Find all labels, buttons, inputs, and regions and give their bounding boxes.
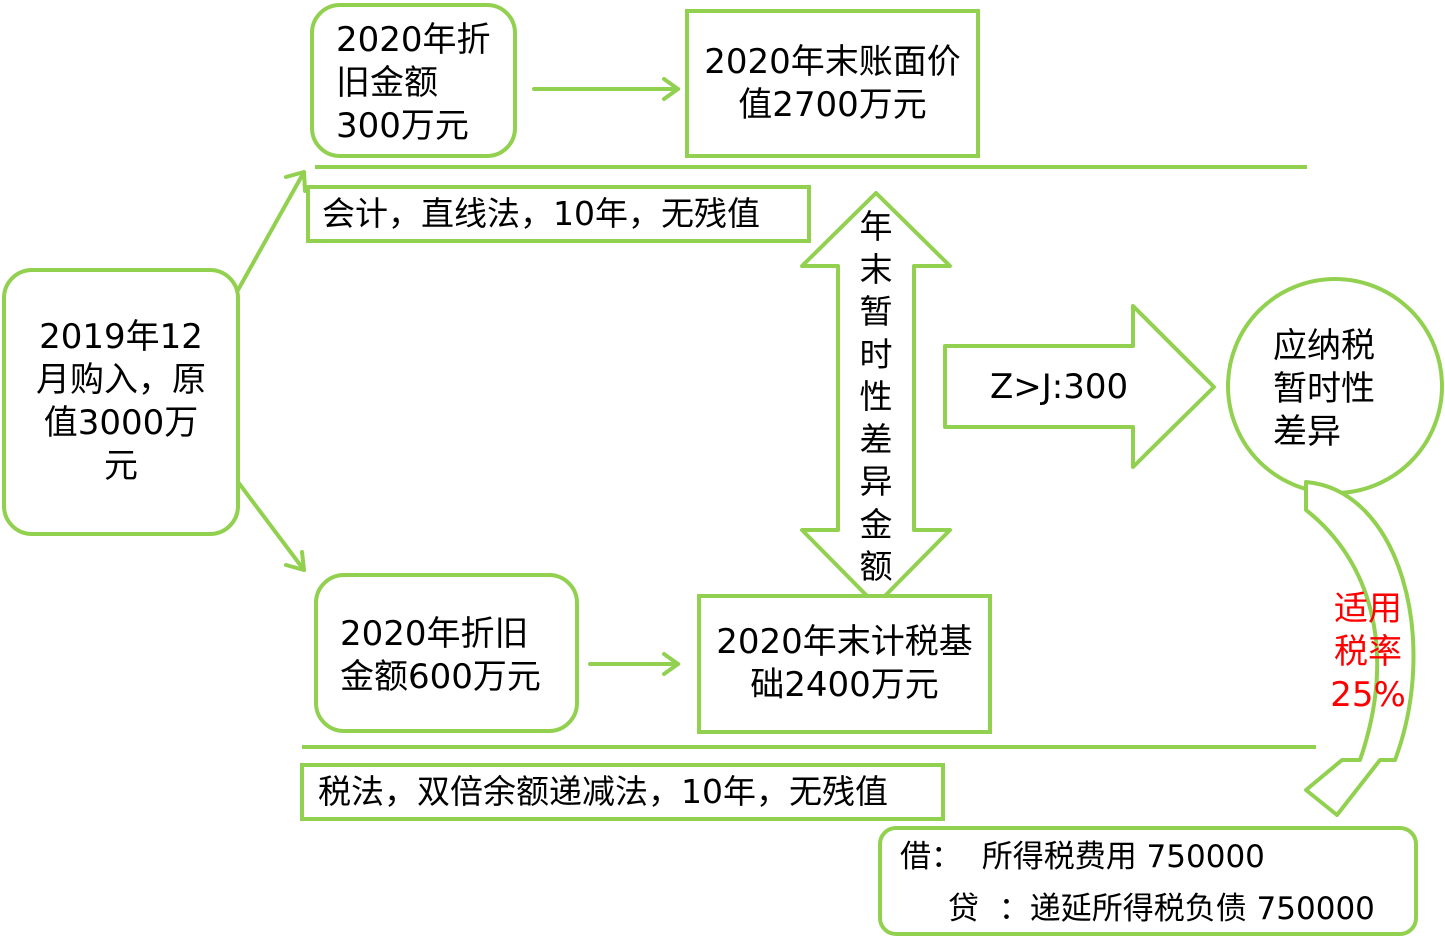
flow-arrow-book-value [532,77,680,101]
accounting-depreciation-node: 2020年折 旧金额 300万元 [310,3,517,158]
flow-arrow-tax-base [588,652,680,676]
branch-arrow-down [236,480,306,572]
branch-arrow-up [236,170,307,292]
comparison-label: Z>J:300 [990,367,1129,407]
accounting-method-label: 会计，直线法，10年，无残值 [306,185,811,243]
taxable-difference-label: 应纳税 暂时性 差异 [1273,326,1375,452]
tax-base-node: 2020年末计税基 础2400万元 [697,594,992,734]
book-value-node: 2020年末账面价 值2700万元 [685,9,980,158]
journal-debit-line: 借： 所得税费用 750000 [900,839,1265,875]
curved-arrow-shape [1304,480,1416,817]
tax-method-label: 税法，双倍余额递减法，10年，无残值 [300,763,945,821]
tax-depreciation-node: 2020年折旧 金额600万元 [314,573,579,733]
purchase-node: 2019年12 月购入，原 值3000万 元 [2,268,240,536]
journal-credit-line: 贷 ：递延所得税负债 750000 [948,891,1375,927]
right-block-arrow-shape [943,304,1216,469]
journal-entry-box: 借： 所得税费用 750000 贷 ：递延所得税负债 750000 [878,826,1418,936]
temporary-difference-label: 年末暂时性差异金额 [859,207,893,586]
tax-rate-label: 适用 税率 25% [1330,589,1406,715]
